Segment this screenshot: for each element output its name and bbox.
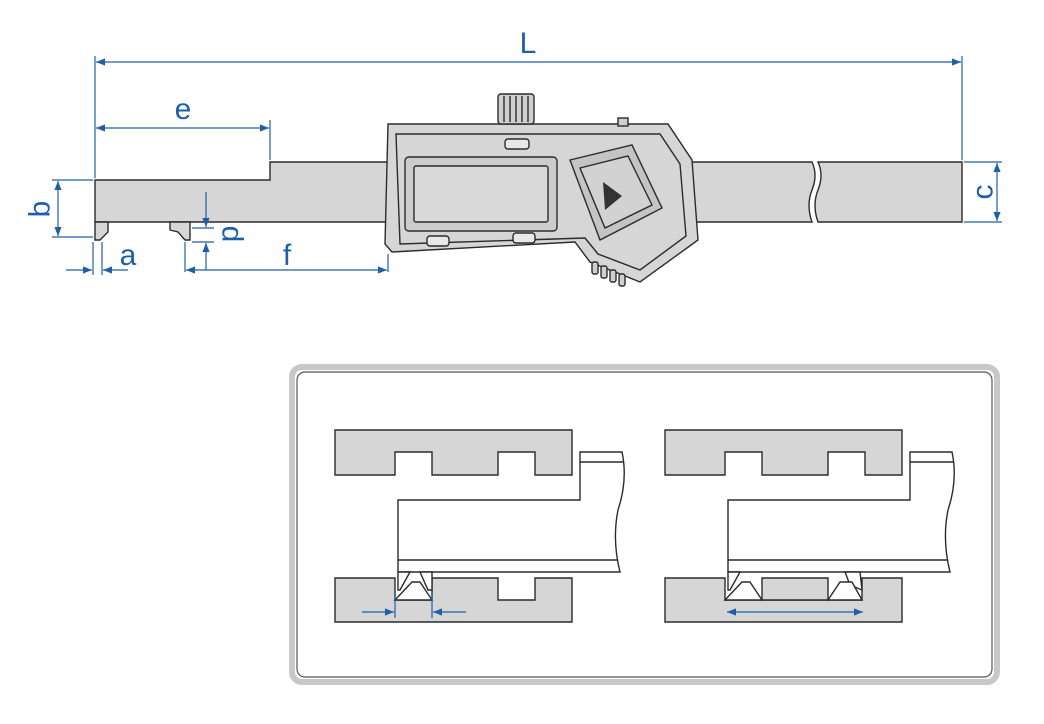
- usage-example-1: [334, 429, 625, 623]
- label-f: f: [283, 239, 292, 272]
- usage-example-2: [664, 429, 955, 623]
- label-d: d: [216, 226, 249, 243]
- caliper-drawing: [94, 93, 963, 287]
- right-bottom-button: [512, 232, 536, 244]
- label-c: c: [967, 185, 1000, 200]
- top-button: [504, 138, 530, 150]
- slider-inner-frame: [395, 133, 687, 271]
- triangle-mark-icon: [603, 182, 622, 210]
- bottom-knobs: [591, 261, 626, 287]
- label-b: b: [24, 201, 57, 218]
- main-beam: [94, 161, 391, 223]
- left-bottom-button: [426, 235, 450, 247]
- label-e: e: [175, 93, 192, 126]
- sliding-jaw: [169, 221, 191, 241]
- dimension-lines: [52, 56, 1002, 275]
- beam-right: [689, 161, 816, 223]
- label-a: a: [120, 239, 137, 272]
- label-L: L: [520, 27, 537, 60]
- fixed-jaw: [94, 221, 109, 241]
- beam-end: [814, 161, 963, 223]
